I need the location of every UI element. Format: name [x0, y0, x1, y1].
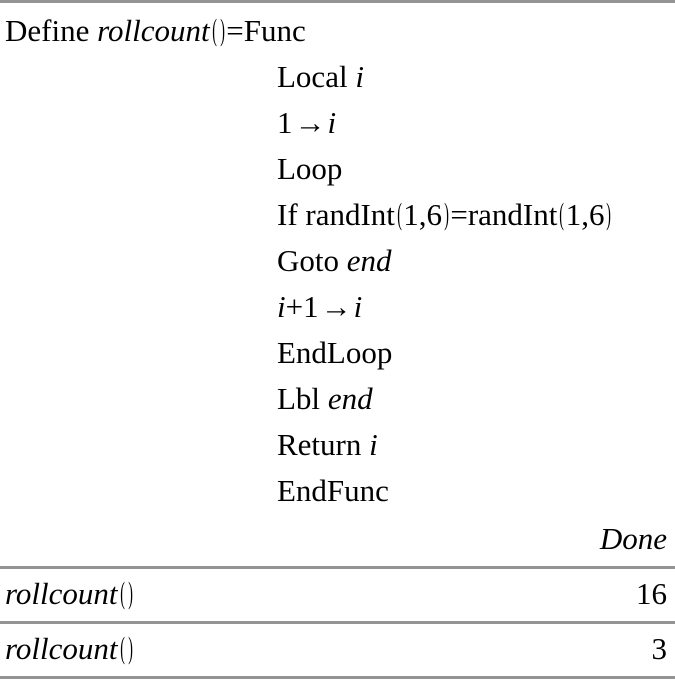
lbl-label: end [327, 381, 373, 416]
define-statement: Define rollcount()=Func [5, 8, 306, 54]
lbl-keyword: Lbl [277, 381, 321, 416]
define-result-row: Done [0, 511, 675, 566]
code-line-define[interactable]: Define rollcount()=Func [0, 8, 675, 54]
init-value: 1 [277, 105, 293, 140]
randint-arguments: 1,6 [403, 197, 443, 232]
close-paren-icon: ) [128, 575, 133, 610]
randint-function-name: randInt [305, 197, 395, 232]
program-name: rollcount [97, 13, 210, 48]
goto-label: end [346, 243, 392, 278]
increment-target: i [353, 289, 363, 324]
code-line-if[interactable]: If randInt(1,6)=randInt(1,6) [0, 192, 675, 238]
store-arrow-icon: → [320, 289, 352, 324]
close-paren-icon: ) [606, 196, 612, 231]
local-keyword: Local [277, 59, 348, 94]
result-function-name: rollcount [5, 576, 118, 611]
open-paren-icon: ( [397, 196, 402, 231]
endloop-keyword: EndLoop [277, 335, 393, 370]
result-value: 16 [636, 576, 667, 611]
open-paren-icon: ( [559, 196, 565, 231]
return-keyword: Return [277, 427, 362, 462]
bottom-divider [0, 676, 675, 679]
init-statement: 1→i [277, 100, 336, 146]
increment-value: 1 [303, 289, 319, 324]
result-value: 3 [651, 631, 668, 666]
result-expression: rollcount() [5, 566, 134, 621]
open-paren-icon: ( [119, 630, 125, 665]
return-variable: i [369, 427, 378, 462]
if-keyword: If [277, 197, 298, 232]
close-paren-icon: ) [444, 196, 449, 231]
code-line-return[interactable]: Return i [0, 422, 675, 468]
lbl-statement: Lbl end [277, 376, 373, 422]
code-line-endfunc[interactable]: EndFunc [0, 468, 675, 514]
if-statement: If randInt(1,6)=randInt(1,6) [277, 192, 613, 238]
code-line-local[interactable]: Local i [0, 54, 675, 100]
code-line-lbl[interactable]: Lbl end [0, 376, 675, 422]
comparator-sign: = [450, 197, 468, 232]
define-keyword: Define [5, 13, 90, 48]
result-function-name: rollcount [5, 631, 118, 666]
equals-sign: = [226, 13, 244, 48]
close-paren-icon: ) [128, 630, 133, 665]
local-variable: i [355, 59, 364, 94]
result-row[interactable]: rollcount() 3 [0, 621, 675, 676]
top-divider [0, 0, 675, 3]
code-line-endloop[interactable]: EndLoop [0, 330, 675, 376]
result-divider-2 [0, 621, 675, 624]
open-paren-icon: ( [211, 12, 217, 47]
goto-keyword: Goto [277, 243, 339, 278]
open-paren-icon: ( [119, 575, 125, 610]
return-statement: Return i [277, 422, 378, 468]
randint-arguments-2: 1,6 [565, 197, 605, 232]
init-variable: i [327, 105, 337, 140]
result-divider-1 [0, 566, 675, 569]
define-result-value: Done [599, 521, 667, 556]
increment-statement: i+1→i [277, 284, 362, 330]
code-line-init[interactable]: 1→i [0, 100, 675, 146]
result-row[interactable]: rollcount() 16 [0, 566, 675, 621]
store-arrow-icon: → [294, 105, 326, 140]
program-listing[interactable]: Define rollcount()=Func Local i 1→i Loop… [0, 8, 675, 514]
goto-statement: Goto end [277, 238, 392, 284]
loop-keyword: Loop [277, 151, 343, 186]
code-line-goto[interactable]: Goto end [0, 238, 675, 284]
code-line-loop[interactable]: Loop [0, 146, 675, 192]
code-line-increment[interactable]: i+1→i [0, 284, 675, 330]
increment-variable: i [277, 289, 286, 324]
endfunc-keyword: EndFunc [277, 473, 389, 508]
func-keyword: Func [243, 13, 306, 48]
randint-function-name-2: randInt [467, 197, 558, 232]
close-paren-icon: ) [220, 12, 225, 47]
local-statement: Local i [277, 54, 364, 100]
plus-sign: + [285, 289, 304, 324]
result-expression: rollcount() [5, 621, 134, 676]
